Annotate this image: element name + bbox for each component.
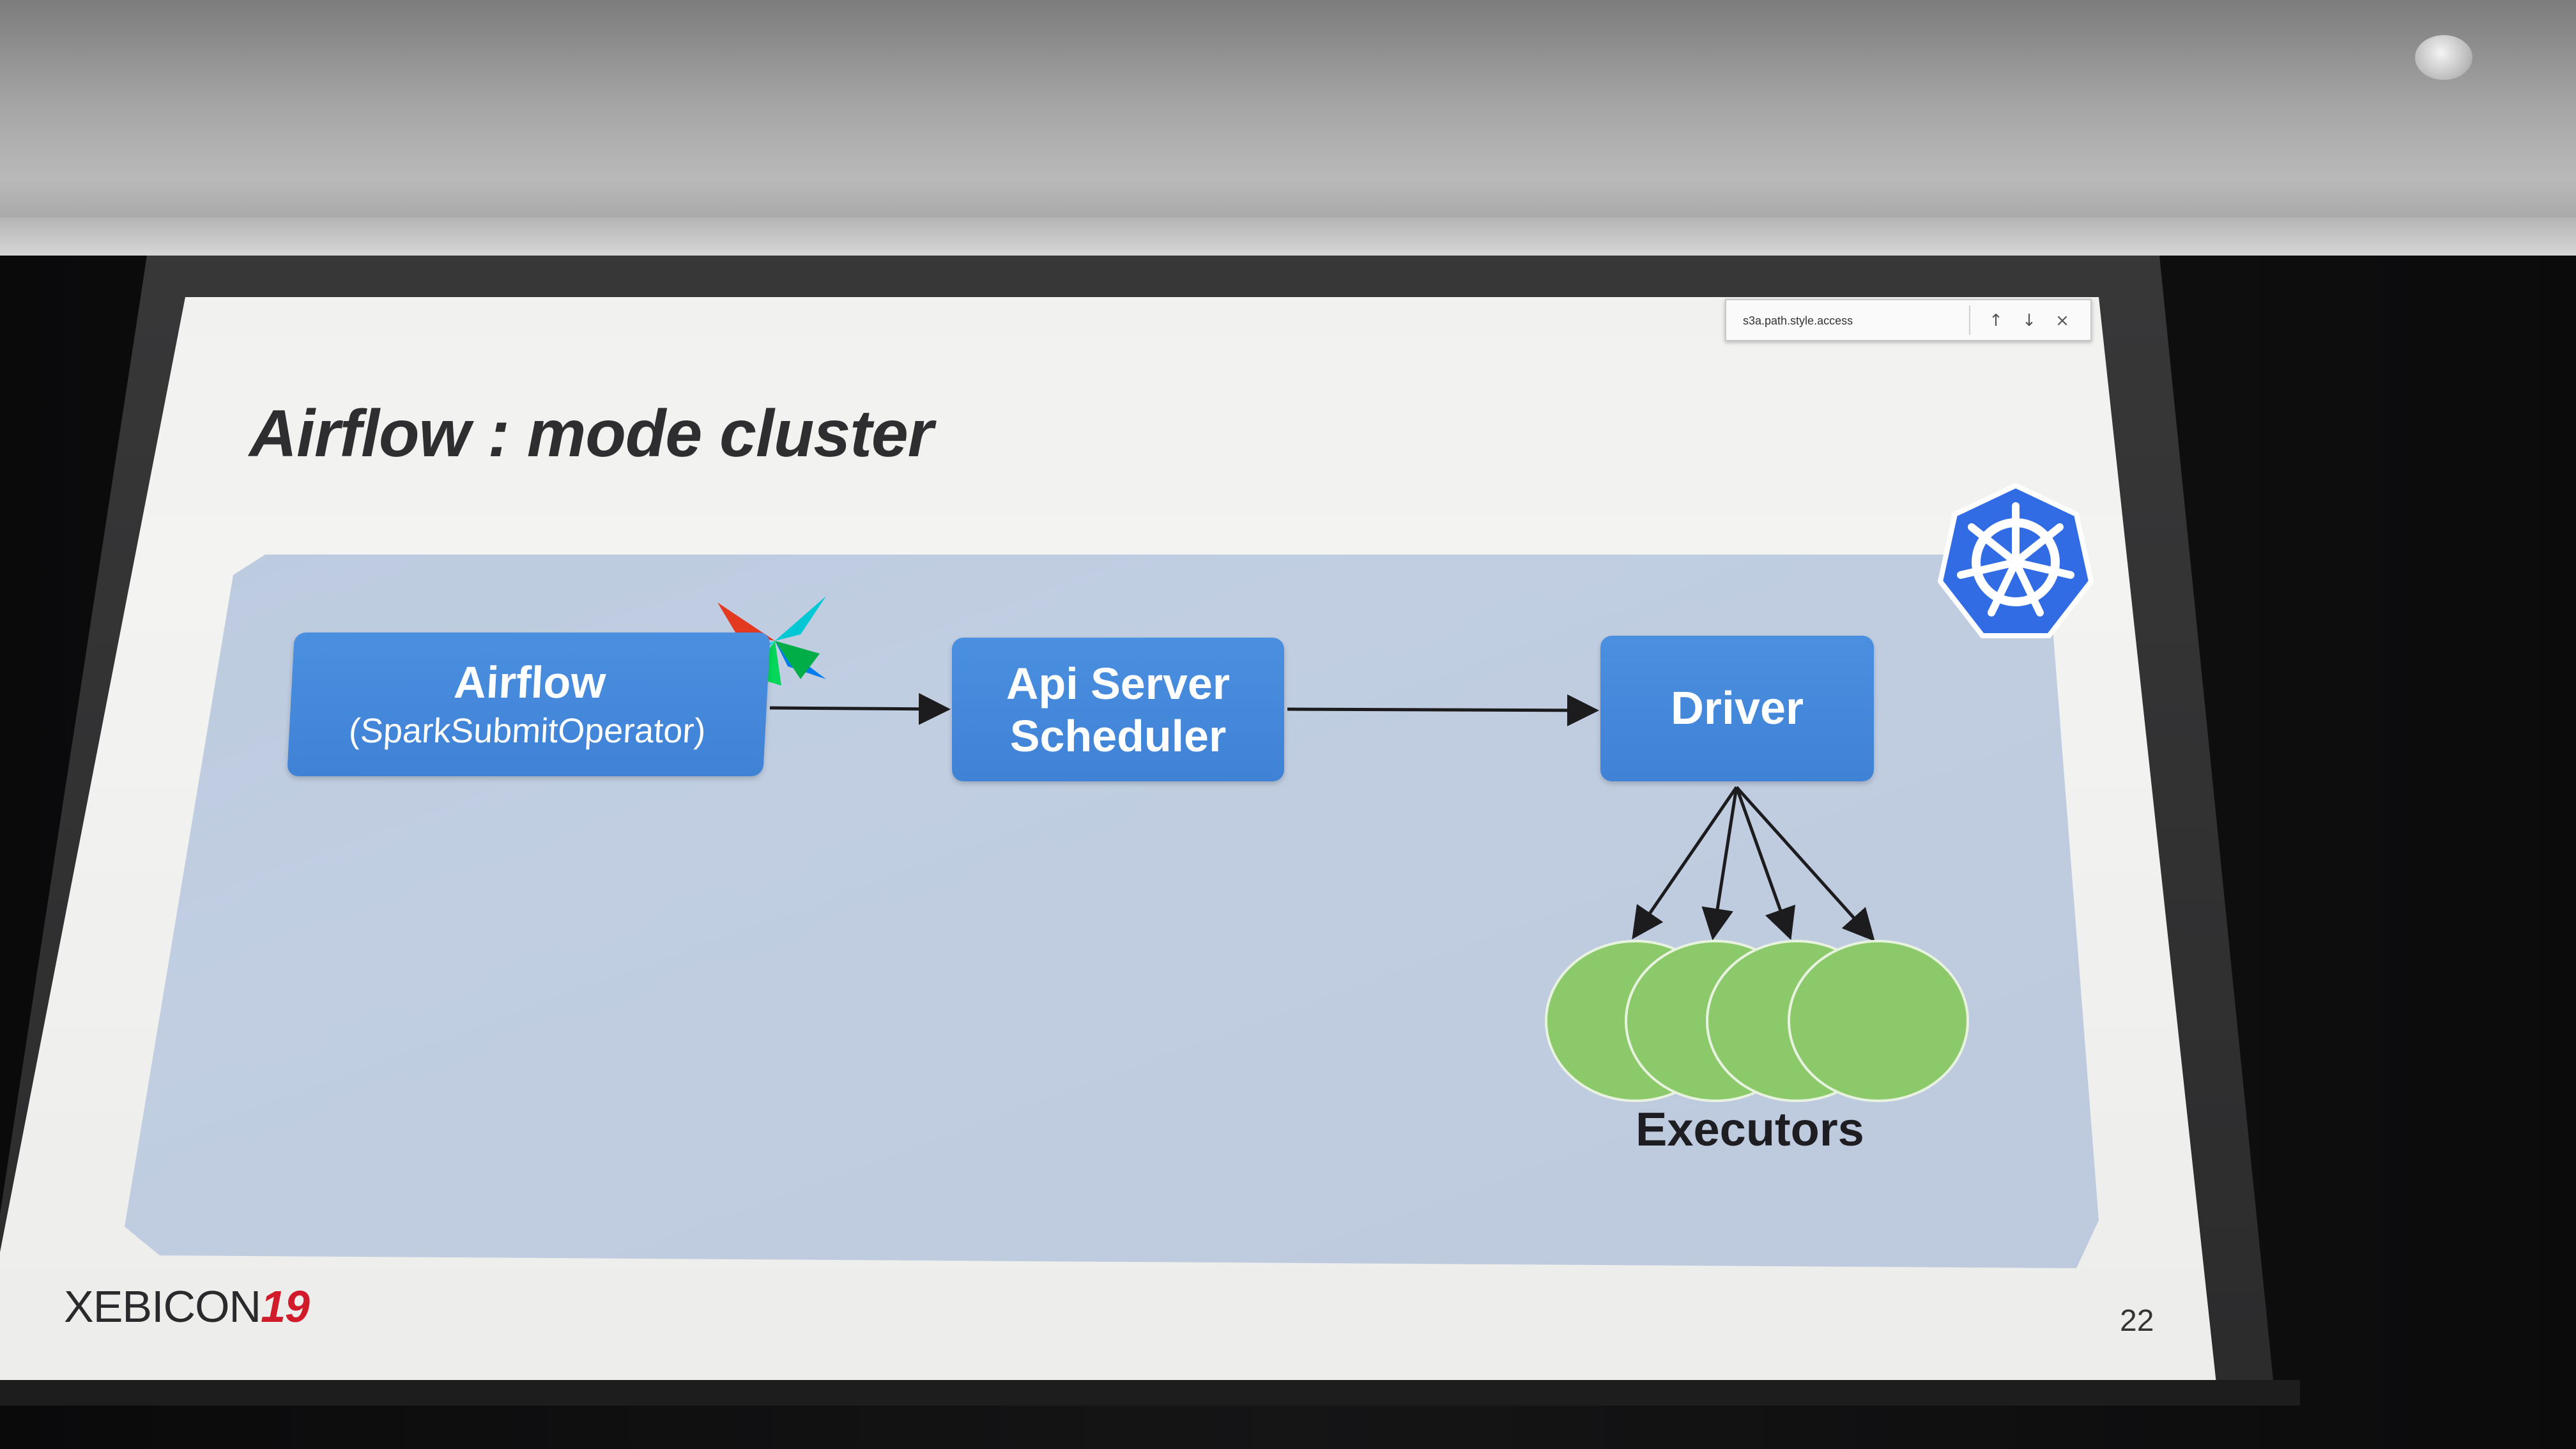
arrow-driver-to-executor-4 bbox=[1735, 786, 1875, 942]
find-next-button[interactable]: ↓ bbox=[2015, 307, 2043, 334]
ceiling-sprinkler bbox=[2415, 35, 2472, 80]
find-bar: ↑ ↓ × bbox=[1725, 299, 2092, 341]
arrow-driver-to-executor-2 bbox=[1701, 786, 1738, 940]
executor-group bbox=[1545, 940, 1969, 1102]
executor-circle bbox=[1788, 940, 1969, 1102]
find-input[interactable] bbox=[1742, 308, 1974, 334]
arrow-driver-to-executor-1 bbox=[1632, 786, 1738, 940]
find-previous-button[interactable]: ↑ bbox=[1982, 307, 2010, 334]
xebicon-logo: XEBICON19 bbox=[64, 1281, 310, 1332]
slide-page-number: 22 bbox=[2120, 1304, 2154, 1338]
api-server-box: Api Server Scheduler bbox=[952, 638, 1284, 781]
arrow-api-to-driver bbox=[1287, 694, 1599, 726]
airflow-title: Airflow bbox=[452, 657, 607, 707]
airflow-subtitle: (SparkSubmitOperator) bbox=[348, 711, 707, 750]
chevron-up-icon: ↑ bbox=[1989, 311, 2003, 330]
scheduler-label: Scheduler bbox=[1009, 710, 1227, 761]
driver-label: Driver bbox=[1670, 683, 1804, 734]
driver-box: Driver bbox=[1600, 636, 1874, 781]
slide-title: Airflow : mode cluster bbox=[249, 397, 933, 471]
airflow-box: Airflow (SparkSubmitOperator) bbox=[287, 632, 770, 776]
close-icon: × bbox=[2055, 311, 2069, 330]
find-close-button[interactable]: × bbox=[2048, 307, 2076, 334]
find-separator bbox=[1969, 305, 1970, 335]
arrow-driver-to-executor-3 bbox=[1735, 786, 1796, 940]
ceiling bbox=[0, 0, 2576, 256]
screen-bottom-bar bbox=[0, 1380, 2300, 1406]
kubernetes-helm-icon bbox=[1937, 482, 2094, 638]
xebicon-year: 19 bbox=[261, 1282, 310, 1331]
executors-label: Executors bbox=[1636, 1103, 1864, 1156]
ceiling-edge bbox=[0, 217, 2576, 256]
arrow-airflow-to-api bbox=[769, 693, 951, 725]
chevron-down-icon: ↓ bbox=[2022, 311, 2036, 330]
api-server-label: Api Server bbox=[1006, 658, 1230, 709]
xebicon-brand: XEBICON bbox=[64, 1282, 261, 1331]
